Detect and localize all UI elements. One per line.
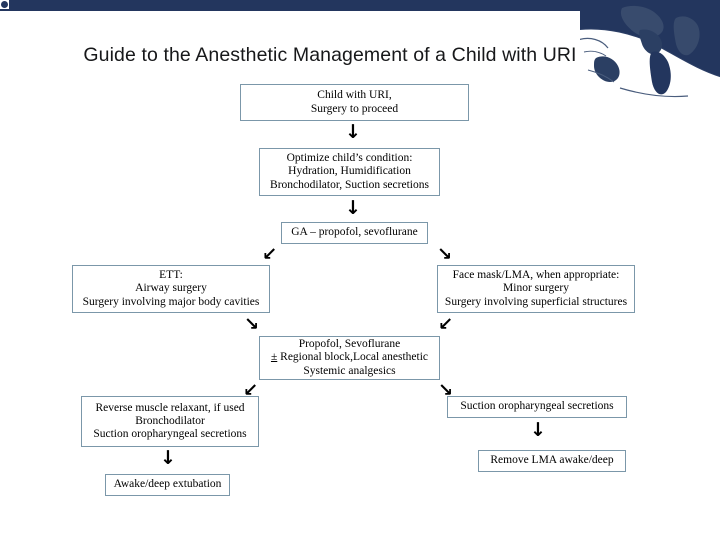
node-extubation: Awake/deep extubation [105, 474, 230, 496]
node-reverse-line-2: Bronchodilator [135, 414, 205, 427]
arrow-maintenance-to-reverse: ↙ [243, 380, 259, 401]
node-optimize: Optimize child’s condition: Hydration, H… [259, 148, 440, 196]
node-optimize-line-2: Hydration, Humidification [288, 165, 411, 178]
node-maintenance-line-2: ± Regional block,Local anesthetic [271, 351, 428, 364]
node-start-line-1: Child with URI, [317, 89, 392, 102]
node-ga: GA – propofol, sevoflurane [281, 222, 428, 244]
node-maintenance-line-1: Propofol, Sevoflurane [298, 338, 401, 351]
globe-graphic-icon [580, 0, 720, 112]
node-reverse-line-1: Reverse muscle relaxant, if used [95, 401, 245, 414]
node-optimize-line-1: Optimize child’s condition: [286, 152, 413, 165]
top-left-dot-icon [1, 1, 8, 8]
top-accent-band [0, 0, 720, 11]
node-ett-line-3: Surgery involving major body cavities [82, 295, 260, 308]
arrow-ga-to-facemask: ↘ [437, 244, 453, 265]
node-extubation-line-1: Awake/deep extubation [113, 478, 222, 491]
node-maintenance-line-3: Systemic analgesics [303, 364, 396, 377]
top-left-notch [0, 0, 9, 9]
node-facemask-line-1: Face mask/LMA, when appropriate: [452, 269, 620, 282]
node-ett-line-2: Airway surgery [135, 282, 207, 295]
arrow-start-to-optimize: ↓ [345, 121, 361, 143]
page-title: Guide to the Anesthetic Management of a … [83, 44, 577, 66]
node-maintenance-line-2-rest: Regional block,Local anesthetic [277, 351, 429, 364]
node-remove-lma-line-1: Remove LMA awake/deep [490, 454, 614, 467]
node-facemask-line-3: Surgery involving superficial structures [444, 295, 628, 308]
arrow-ett-to-maintenance: ↘ [244, 314, 260, 335]
arrow-optimize-to-ga: ↓ [345, 197, 361, 219]
node-remove-lma: Remove LMA awake/deep [478, 450, 626, 472]
node-start: Child with URI, Surgery to proceed [240, 84, 469, 121]
node-facemask-line-2: Minor surgery [503, 282, 569, 295]
plus-minus-symbol: ± [270, 351, 278, 364]
node-optimize-line-3: Bronchodilator, Suction secretions [270, 178, 429, 191]
node-suction-line-1: Suction oropharyngeal secretions [460, 400, 614, 413]
arrow-suction-to-remove-lma: ↓ [530, 419, 546, 441]
node-ga-line-1: GA – propofol, sevoflurane [291, 226, 418, 239]
arrow-ga-to-ett: ↙ [262, 244, 278, 265]
node-maintenance: Propofol, Sevoflurane ± Regional block,L… [259, 336, 440, 380]
node-suction: Suction oropharyngeal secretions [447, 396, 627, 418]
arrow-maintenance-to-suction: ↘ [438, 380, 454, 401]
node-reverse: Reverse muscle relaxant, if used Broncho… [81, 396, 259, 447]
node-start-line-2: Surgery to proceed [310, 102, 399, 115]
arrow-reverse-to-extubation: ↓ [160, 447, 176, 469]
node-ett-line-1: ETT: [159, 269, 183, 282]
node-ett: ETT: Airway surgery Surgery involving ma… [72, 265, 270, 313]
node-reverse-line-3: Suction oropharyngeal secretions [93, 428, 247, 441]
node-facemask: Face mask/LMA, when appropriate: Minor s… [437, 265, 635, 313]
arrow-facemask-to-maintenance: ↙ [438, 314, 454, 335]
